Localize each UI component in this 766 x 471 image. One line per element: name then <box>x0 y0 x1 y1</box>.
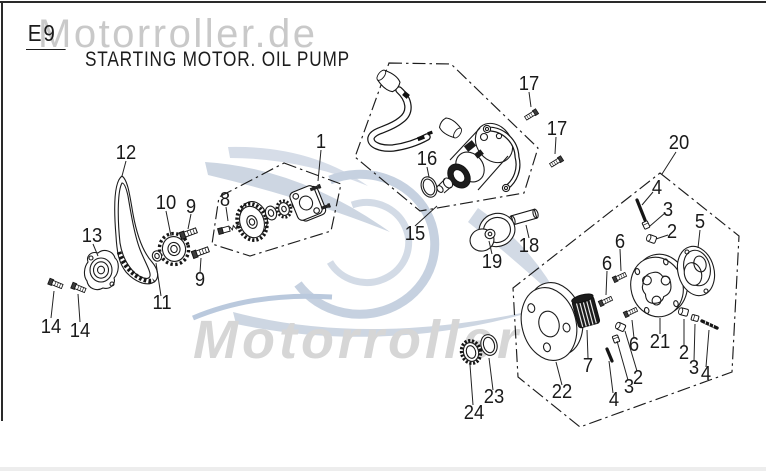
part-label-14-8: 14 <box>40 316 62 338</box>
pump-housing-13 <box>83 249 119 291</box>
part-label-5-20: 5 <box>694 211 706 233</box>
part-label-1-0: 1 <box>315 131 327 153</box>
nut-2c <box>677 306 690 317</box>
cam-chain-group <box>47 175 211 294</box>
part-label-4-17: 4 <box>651 177 663 199</box>
nut-2b <box>614 321 627 333</box>
part-label-6-21: 6 <box>614 231 626 253</box>
group-outline-15 <box>354 62 539 212</box>
pin-4b <box>605 347 614 363</box>
nut-2a <box>645 233 658 245</box>
needle-bearing-7 <box>571 293 601 329</box>
dowel-pin-18 <box>509 208 539 226</box>
oil-pump-group <box>211 162 342 257</box>
part-label-2-19: 2 <box>666 221 678 243</box>
part-label-17-12: 17 <box>518 73 540 95</box>
sleeve-3a <box>641 220 651 230</box>
part-label-14-9: 14 <box>69 320 91 342</box>
washer-23 <box>480 334 498 356</box>
part-label-21-24: 21 <box>649 331 671 353</box>
part-label-3-26: 3 <box>688 357 700 379</box>
part-label-2-25: 2 <box>678 342 690 364</box>
part-label-3-29: 3 <box>623 376 635 398</box>
part-label-12-1: 12 <box>115 142 137 164</box>
page-border-left <box>1 1 3 421</box>
part-label-19-15: 19 <box>481 251 503 273</box>
motor-clip-2 <box>474 149 484 159</box>
clutch-flange-5 <box>676 245 716 297</box>
bolt-14a <box>47 277 64 290</box>
part-label-20-16: 20 <box>668 132 690 154</box>
part-label-24-34: 24 <box>463 402 485 424</box>
pump-bolt-a <box>309 183 322 192</box>
part-label-4-30: 4 <box>608 389 620 411</box>
idler-gear-19 <box>469 212 516 252</box>
bolt-6b <box>597 295 614 308</box>
motor-clip-1 <box>463 140 477 152</box>
bolt-6c <box>622 306 639 319</box>
scan-edge-strip <box>0 467 766 471</box>
part-label-7-31: 7 <box>582 355 594 377</box>
pump-drive-gear <box>235 201 269 242</box>
part-label-9-7: 9 <box>194 269 206 291</box>
pump-body <box>289 185 327 222</box>
oil-seal-24 <box>459 339 483 365</box>
watermark-top-text: Motorroller.de <box>38 12 318 56</box>
part-label-15-11: 15 <box>404 223 426 245</box>
part-label-22-32: 22 <box>551 381 573 403</box>
part-label-9-3: 9 <box>185 196 197 218</box>
sprocket-10 <box>157 231 191 267</box>
part-label-3-18: 3 <box>662 199 674 221</box>
part-label-8-4: 8 <box>219 189 231 211</box>
cam-chain <box>114 175 159 285</box>
chain-links <box>116 251 156 284</box>
starter-motor-group <box>354 62 565 252</box>
cable-band-1 <box>402 91 410 99</box>
group-outline-1 <box>211 162 342 257</box>
part-label-11-6: 11 <box>152 292 172 314</box>
cable-band-3 <box>427 130 433 136</box>
bolt-17b <box>548 155 565 169</box>
part-label-6-22: 6 <box>601 253 613 275</box>
o-ring-16 <box>420 176 438 198</box>
starter-clutch-group <box>459 172 740 428</box>
pump-bolt-b <box>320 203 332 210</box>
bolt-17a <box>523 108 540 122</box>
screw-4c <box>700 319 719 330</box>
page-code: E9 <box>26 20 66 50</box>
sleeve-3b <box>611 334 621 344</box>
part-label-13-5: 13 <box>81 225 103 247</box>
part-label-17-13: 17 <box>546 118 568 140</box>
part-label-16-10: 16 <box>416 148 438 170</box>
cable-band-2 <box>417 134 425 142</box>
motor-bracket <box>482 124 521 193</box>
pump-inner-rotor <box>275 199 293 219</box>
part-label-23-33: 23 <box>483 386 505 408</box>
washer-11 <box>151 250 163 262</box>
cable-terminal-cap-2 <box>436 115 465 142</box>
sleeve-3c <box>690 313 700 323</box>
part-label-10-2: 10 <box>155 192 177 214</box>
bolt-14b <box>70 281 87 294</box>
leader-lines <box>50 91 710 406</box>
group-outline-20 <box>512 172 740 428</box>
pin-4a <box>635 198 647 222</box>
part-label-18-14: 18 <box>518 235 540 257</box>
part-label-6-23: 6 <box>628 334 640 356</box>
page-title: STARTING MOTOR. OIL PUMP <box>85 48 350 71</box>
relief-valve-8 <box>217 223 243 236</box>
drive-plate-22 <box>520 282 584 361</box>
part-label-2-28: 2 <box>632 367 644 389</box>
bolt-9b <box>190 245 211 259</box>
bolt-6a <box>611 271 628 284</box>
part-label-4-27: 4 <box>700 363 712 385</box>
page-border-top <box>0 1 766 3</box>
